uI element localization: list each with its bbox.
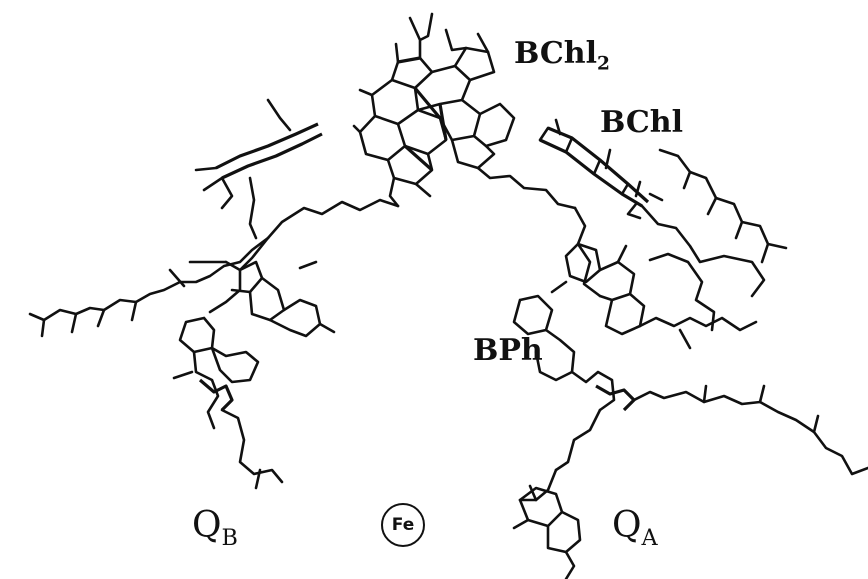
fe-circle: Fe bbox=[381, 503, 425, 547]
qa-label: QA bbox=[612, 505, 658, 551]
qb-label: QB bbox=[192, 505, 238, 551]
bchl2-label: BChl2 bbox=[514, 36, 610, 75]
fe-label: Fe bbox=[391, 515, 415, 535]
left-bchl-structure bbox=[194, 98, 323, 240]
bchl-label: BChl bbox=[600, 105, 683, 140]
bph-label: BPh bbox=[473, 333, 543, 368]
right-branch-structure bbox=[512, 148, 868, 579]
special-pair-structure bbox=[352, 12, 577, 210]
left-branch-structure bbox=[28, 198, 400, 490]
accessory-bchl-structure bbox=[538, 118, 664, 220]
